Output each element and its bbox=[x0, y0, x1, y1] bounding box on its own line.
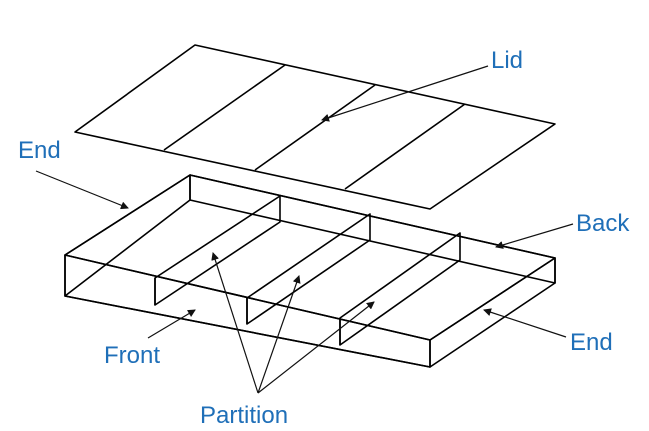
end-right-arrow bbox=[483, 308, 567, 338]
partition-panel-2 bbox=[246, 213, 371, 325]
lid-arrow bbox=[321, 65, 489, 122]
back-label: Back bbox=[576, 210, 630, 237]
gabion-box bbox=[64, 174, 556, 368]
end-right-label: End bbox=[570, 329, 613, 356]
partition-arrow-3 bbox=[257, 301, 375, 394]
back-panel bbox=[189, 174, 556, 284]
lid-label: Lid bbox=[491, 47, 523, 74]
back-arrow bbox=[495, 223, 574, 249]
end-panel-left bbox=[64, 174, 191, 297]
leader-arrows bbox=[35, 65, 574, 394]
partition-arrow-1 bbox=[211, 252, 259, 394]
end-top-label: End bbox=[18, 137, 61, 164]
partition-panel-3 bbox=[339, 232, 461, 346]
partition-label: Partition bbox=[200, 402, 288, 429]
front-label: Front bbox=[104, 342, 160, 369]
lid-panel bbox=[74, 44, 556, 210]
front-arrow bbox=[147, 309, 196, 339]
end-top-arrow bbox=[35, 170, 129, 210]
partition-arrow-2 bbox=[257, 275, 301, 394]
